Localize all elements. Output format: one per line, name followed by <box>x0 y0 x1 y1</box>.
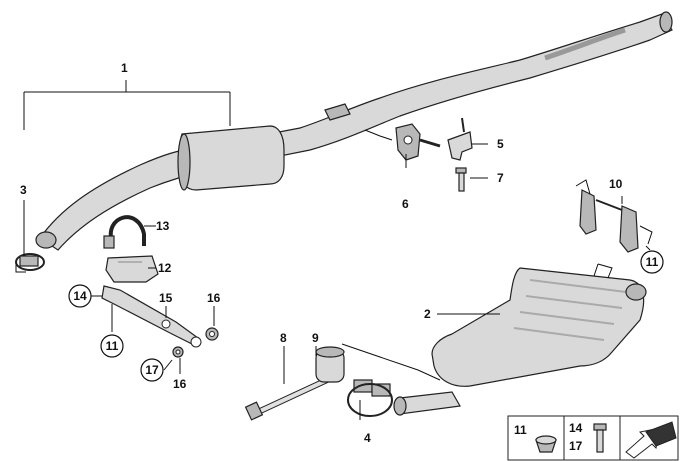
callout-10: 10 <box>609 177 623 191</box>
callout-13: 13 <box>156 219 170 233</box>
washer-16-lower <box>172 346 184 358</box>
callout-4: 4 <box>364 431 371 445</box>
strap-clamp-13 <box>103 215 146 249</box>
front-pipe-outlet <box>659 11 673 33</box>
legend-14: 14 <box>569 421 583 435</box>
callout-12: 12 <box>158 261 172 275</box>
nut-16-upper <box>205 327 219 341</box>
center-muffler <box>179 125 285 191</box>
center-muffler-end <box>177 133 191 191</box>
legend-bolt-shank <box>596 429 604 453</box>
front-pipe-inlet <box>35 231 57 249</box>
callout-8: 8 <box>280 331 287 345</box>
circled-callouts: 14 11 17 11 <box>68 250 664 382</box>
callout-17: 17 <box>145 363 159 377</box>
tailpipe <box>625 283 647 301</box>
callout-7: 7 <box>497 171 504 185</box>
callout-16-upper: 16 <box>207 291 221 305</box>
callout-6: 6 <box>402 197 409 211</box>
callout-9: 9 <box>312 331 319 345</box>
rear-muffler-inlet <box>393 396 407 416</box>
rubber-mount-6 <box>395 123 441 161</box>
callout-11-left: 11 <box>106 339 119 353</box>
sleeve-9 <box>315 346 345 383</box>
front-pipe-assembly <box>35 11 673 251</box>
pipe-hanger-lug <box>324 103 351 121</box>
rear-muffler-2 <box>393 263 647 416</box>
front-pipe <box>39 13 673 251</box>
callout-14: 14 <box>73 289 87 303</box>
legend-17: 17 <box>569 439 583 453</box>
bracket-15 <box>101 285 202 348</box>
callout-15: 15 <box>159 291 173 305</box>
callout-labels: 1 2 3 4 5 6 7 8 9 10 13 12 15 16 16 <box>20 61 623 445</box>
callout-1: 1 <box>121 61 128 75</box>
callout-16-lower: 16 <box>173 377 187 391</box>
pipe-clamp-3 <box>15 253 45 273</box>
parts-legend-box: 11 14 17 <box>507 415 679 461</box>
clamp-4 <box>347 379 393 417</box>
callout-2: 2 <box>424 307 431 321</box>
bracket-5 <box>447 117 473 161</box>
rubber-hanger-10 <box>575 179 653 253</box>
leader-lines <box>23 80 651 420</box>
bolt-7 <box>455 167 467 192</box>
legend-bolt-head <box>593 423 607 431</box>
callout-5: 5 <box>497 137 504 151</box>
mount-12 <box>105 255 159 283</box>
legend-11: 11 <box>514 423 527 437</box>
callout-11-right: 11 <box>646 255 659 269</box>
callout-3: 3 <box>20 183 27 197</box>
